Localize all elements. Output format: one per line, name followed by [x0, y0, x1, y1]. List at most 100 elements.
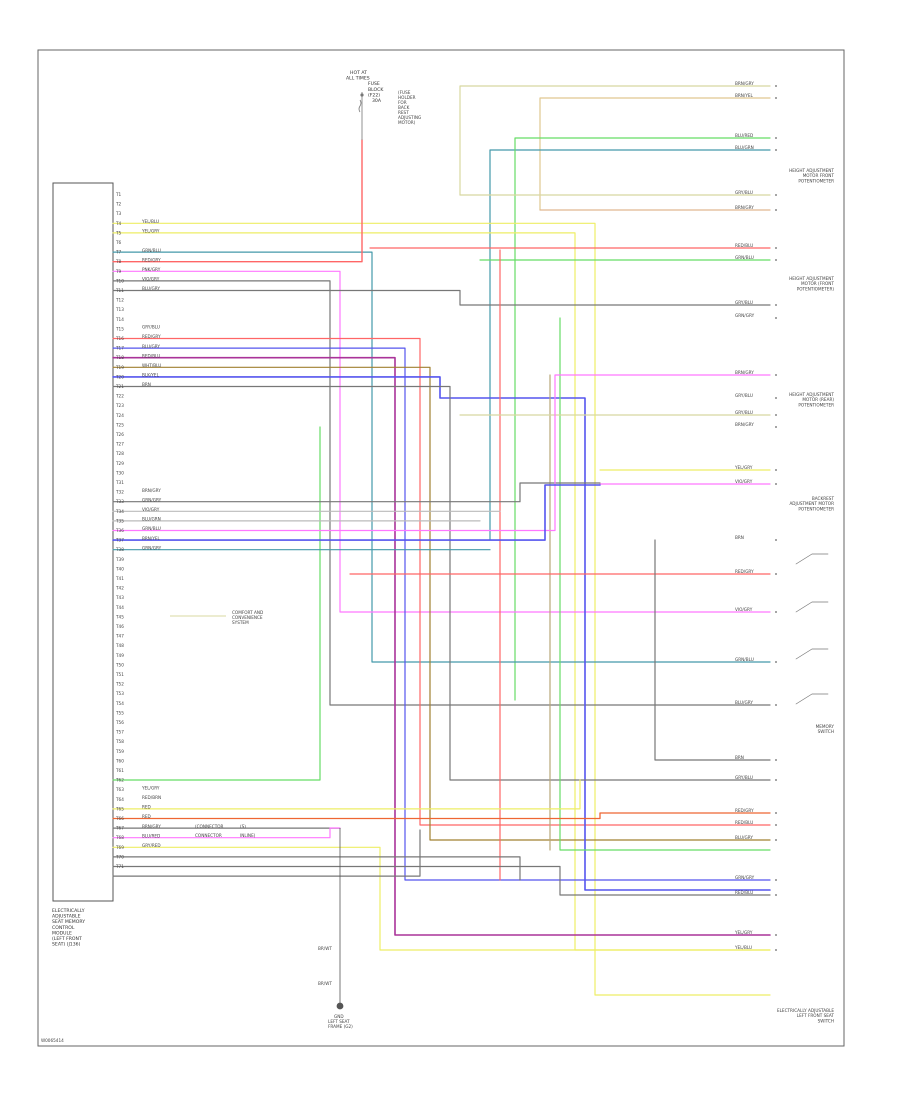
- module-pin-label: T48: [115, 643, 124, 648]
- module-wire-label: GRN/BLU: [142, 526, 161, 531]
- module-pin-label: T21: [115, 384, 124, 389]
- module-wire-label: GRY/RED: [142, 843, 161, 848]
- terminal-dot: [775, 759, 777, 761]
- right-wire-label: RED/GRY: [735, 569, 754, 574]
- right-wire-label: BLU/RED: [735, 133, 753, 138]
- module-pin-label: T25: [115, 422, 124, 427]
- right-wire-label: GRN/BLU: [735, 255, 754, 260]
- terminal-dot: [775, 949, 777, 951]
- fuse-symbol: [358, 92, 364, 140]
- terminal-dot: [775, 209, 777, 211]
- module-wire-label: BRN/GRY: [142, 824, 161, 829]
- module-pin-label: T42: [115, 586, 124, 591]
- right-wire-label: GRN/GRY: [735, 875, 755, 880]
- module-pin-label: T45: [115, 614, 124, 619]
- module-pin-label: T4: [115, 221, 122, 226]
- terminal-dot: [775, 879, 777, 881]
- terminal-dot: [775, 259, 777, 261]
- module-wire-label: BRN/YEL: [142, 536, 161, 541]
- terminal-dot: [775, 247, 777, 249]
- module-wire-label: BRN/GRY: [142, 488, 161, 493]
- terminal-dot: [775, 779, 777, 781]
- module-pin-label: T38: [115, 547, 124, 552]
- wire: [112, 779, 581, 810]
- module-pin-label: T53: [115, 691, 124, 696]
- wire: [112, 482, 601, 503]
- module-pin-label: T29: [115, 461, 124, 466]
- module-pin-label: T41: [115, 576, 124, 581]
- switch-symbol: [795, 693, 829, 705]
- wire: [112, 827, 341, 839]
- wire: [112, 356, 771, 936]
- module-wire-label: BRN: [142, 382, 151, 387]
- module-pin-label: T40: [115, 566, 124, 571]
- wire: [112, 829, 421, 877]
- wire-labels: YEL/BLUYEL/GRYGRN/BLURED/GRYPNK/GRYVIO/G…: [141, 81, 777, 951]
- terminal-dot: [775, 483, 777, 485]
- ground-label: GND LEFT SEAT FRAME (G2): [328, 1014, 353, 1029]
- terminal-dot: [775, 97, 777, 99]
- module-pin-label: T18: [115, 355, 124, 360]
- right-wire-label: BRN/GRY: [735, 81, 754, 86]
- right-wire-label: GRY/BLU: [735, 393, 753, 398]
- module-pin-label: T39: [115, 557, 124, 562]
- module-pin-label: T61: [115, 768, 124, 773]
- module-pin-label: T8: [115, 259, 122, 264]
- wire: [112, 374, 771, 532]
- splice-label-2: BR/WT: [318, 981, 332, 986]
- right-wire-label: GRY/BLU: [735, 300, 753, 305]
- connector-note: (CONNECTOR (S) CONNECTOR INLINE): [195, 824, 256, 838]
- wire: [489, 149, 771, 541]
- module-pin-label: T11: [115, 288, 124, 293]
- module-pin-label: T27: [115, 442, 124, 447]
- module-pin-label: T62: [115, 778, 124, 783]
- module-wire-label: VIO/GRY: [142, 507, 160, 512]
- module-pin-label: T67: [115, 826, 124, 831]
- wire: [112, 280, 771, 706]
- module-wire-label: RED/BLU: [142, 353, 160, 358]
- module-wire-label: RED/GRY: [142, 257, 161, 262]
- module-pin-labels: T1T2T3T4T5T6T7T8T9T10T11T12T13T14T15T16T…: [115, 192, 124, 869]
- wire-group: [112, 85, 829, 996]
- module-pin-label: T50: [115, 662, 124, 667]
- switch-symbol: [795, 648, 829, 660]
- module-pin-label: T37: [115, 538, 124, 543]
- right-wire-label: GRY/BLU: [735, 775, 753, 780]
- module-wire-label: GRN/BLU: [142, 248, 161, 253]
- wire: [112, 139, 363, 263]
- module-pin-label: T32: [115, 490, 124, 495]
- module-wire-label: BLU/GRN: [142, 517, 161, 522]
- wire: [112, 347, 771, 881]
- module-wire-label: RED: [142, 805, 151, 810]
- wire: [112, 856, 521, 881]
- module-pin-label: T58: [115, 739, 124, 744]
- ground-symbol: [336, 828, 344, 1010]
- terminal-dot: [775, 194, 777, 196]
- module-pin-label: T64: [115, 797, 124, 802]
- right-wire-label: VIO/GRY: [735, 607, 753, 612]
- module-pin-label: T54: [115, 701, 124, 706]
- module-wire-label: PNK/GRY: [142, 267, 161, 272]
- module-pin-label: T49: [115, 653, 124, 658]
- module-pin-label: T66: [115, 816, 124, 821]
- module-pin-label: T34: [115, 509, 124, 514]
- module-pin-label: T6: [115, 240, 122, 245]
- right-wire-label: BRN: [735, 535, 744, 540]
- wire: [559, 317, 771, 851]
- module-pin-label: T63: [115, 787, 124, 792]
- module-pin-label: T70: [115, 854, 124, 859]
- terminal-dot: [775, 539, 777, 541]
- terminal-dot: [775, 704, 777, 706]
- right-wire-label: BRN/GRY: [735, 370, 754, 375]
- module-pin-label: T69: [115, 845, 124, 850]
- wire: [112, 484, 601, 541]
- module-pin-label: T23: [115, 403, 124, 408]
- module-pin-label: T60: [115, 758, 124, 763]
- terminal-dot: [775, 414, 777, 416]
- module-pin-label: T15: [115, 326, 124, 331]
- module-pin-label: T12: [115, 298, 124, 303]
- terminal-dot: [775, 812, 777, 814]
- module-pin-label: T46: [115, 624, 124, 629]
